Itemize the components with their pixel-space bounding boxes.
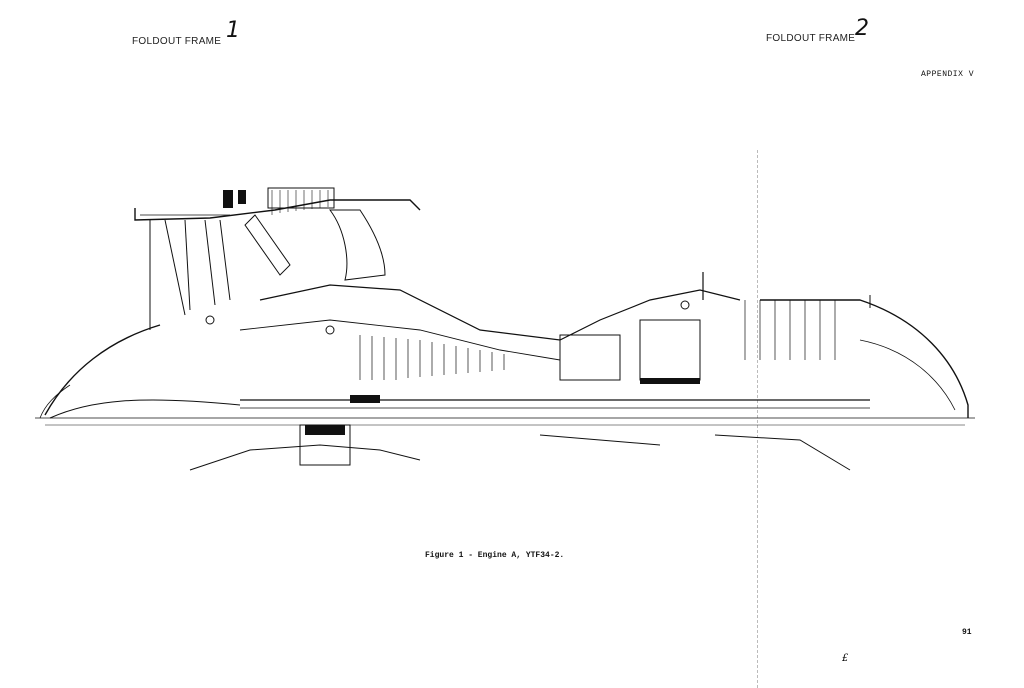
appendix-label: APPENDIX V xyxy=(920,70,974,79)
foldout-frame-left-number: 1 xyxy=(226,18,240,43)
fold-line xyxy=(757,150,758,688)
handwritten-mark: £ xyxy=(842,653,849,664)
foldout-frame-left-label: FOLDOUT FRAME xyxy=(132,36,222,47)
figure-caption: Figure 1 - Engine A, YTF34-2. xyxy=(425,551,565,560)
foldout-frame-right-number: 2 xyxy=(855,16,869,41)
page-number: 91 xyxy=(962,628,972,637)
foldout-frame-right-label: FOLDOUT FRAME xyxy=(766,33,856,44)
